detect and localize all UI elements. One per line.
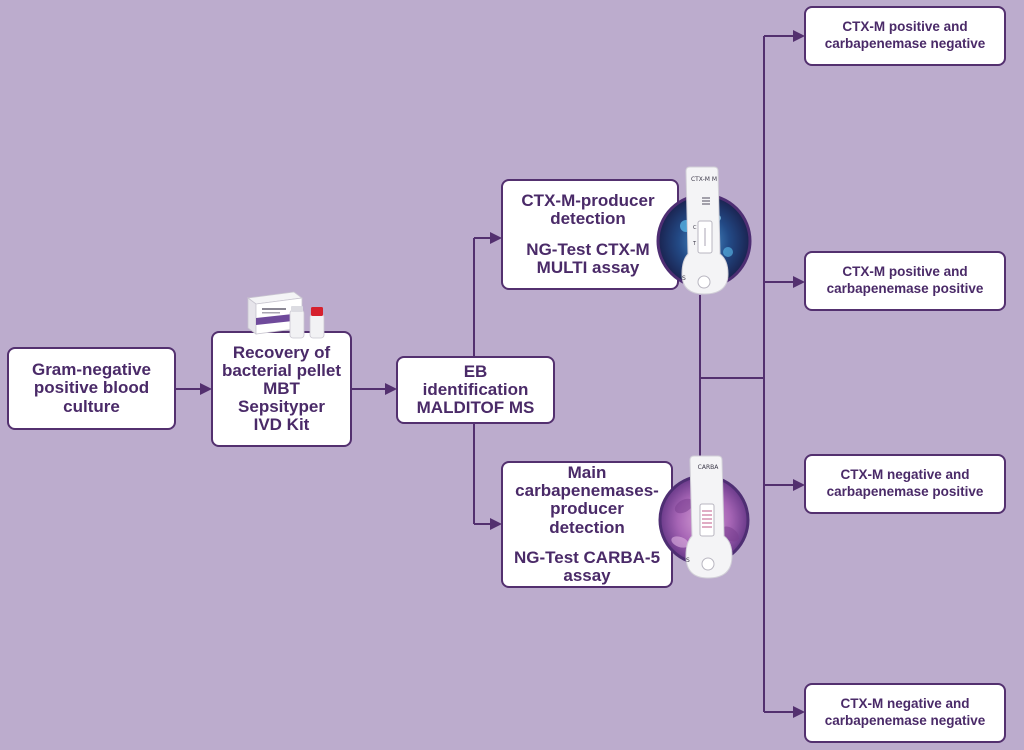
node-text-line: detection <box>549 517 625 537</box>
node-text-line: positive blood <box>33 378 150 398</box>
node-text-line: MALDITOF MS <box>416 398 535 418</box>
ctxm-cassette-s-mark: S <box>682 275 686 282</box>
outcome-text-line: CTX-M negative and <box>840 467 970 483</box>
node-text-line: Gram-negative <box>31 360 152 380</box>
node-eb-identification: EB identification MALDITOF MS <box>396 356 555 424</box>
outcome-text-line: carbapenemase positive <box>826 281 984 296</box>
node-carba-detection: Main carbapenemases- producer detection … <box>501 461 673 588</box>
carba-cassette-s-mark: S <box>686 557 690 564</box>
node-text-line: NG-Test CTX-M <box>526 239 650 259</box>
ctxm-test-cassette-illustration: CTX-M M C T S <box>656 166 752 295</box>
outcome-ctxm-pos-carba-pos: CTX-M positive and carbapenemase positiv… <box>804 251 1006 311</box>
outcome-text-line: CTX-M positive and <box>842 264 968 280</box>
node-text-line: NG-Test CARBA-5 <box>513 547 661 567</box>
node-text-line: EB <box>463 361 488 381</box>
node-text-line: IVD Kit <box>253 415 310 435</box>
ctxm-cassette-t-mark: T <box>692 241 697 247</box>
node-text-line: producer <box>550 499 624 519</box>
node-text-line: bacterial pellet <box>221 360 342 380</box>
outcome-ctxm-neg-carba-neg: CTX-M negative and carbapenemase negativ… <box>804 683 1006 743</box>
outcome-ctxm-neg-carba-pos: CTX-M negative and carbapenemase positiv… <box>804 454 1006 514</box>
ctxm-cassette-label: CTX-M M <box>691 176 717 183</box>
outcome-text-line: carbapenemase negative <box>824 713 986 728</box>
outcome-text-line: CTX-M negative and <box>840 696 970 712</box>
node-gram-negative-culture: Gram-negative positive blood culture <box>7 347 176 430</box>
node-text-line: Recovery of <box>232 342 331 362</box>
outcome-ctxm-pos-carba-neg: CTX-M positive and carbapenemase negativ… <box>804 6 1006 66</box>
node-recovery-pellet: Recovery of bacterial pellet MBT Sepsity… <box>211 331 352 447</box>
node-text-line: detection <box>550 209 626 229</box>
outcome-text-line: carbapenemase positive <box>826 484 984 499</box>
node-text-line: Main <box>567 462 607 482</box>
outcome-text-line: CTX-M positive and <box>842 19 968 35</box>
carba-cassette-label: CARBA <box>698 464 720 471</box>
node-text-line: Sepsityper <box>238 397 325 417</box>
node-text-line: MULTI assay <box>536 257 640 277</box>
carba-test-cassette-illustration: CARBA S <box>658 455 750 579</box>
node-text-line: assay <box>563 565 611 585</box>
sepsityper-kit-illustration <box>246 291 325 339</box>
node-text-line: culture <box>63 396 120 416</box>
outcome-text-line: carbapenemase negative <box>824 36 986 51</box>
node-text-line: MBT <box>263 378 300 398</box>
node-text-line: identification <box>422 379 529 399</box>
ctxm-cassette-c-mark: C <box>693 225 697 231</box>
node-text-line: carbapenemases- <box>515 481 659 501</box>
node-text-line: CTX-M-producer <box>521 191 655 211</box>
